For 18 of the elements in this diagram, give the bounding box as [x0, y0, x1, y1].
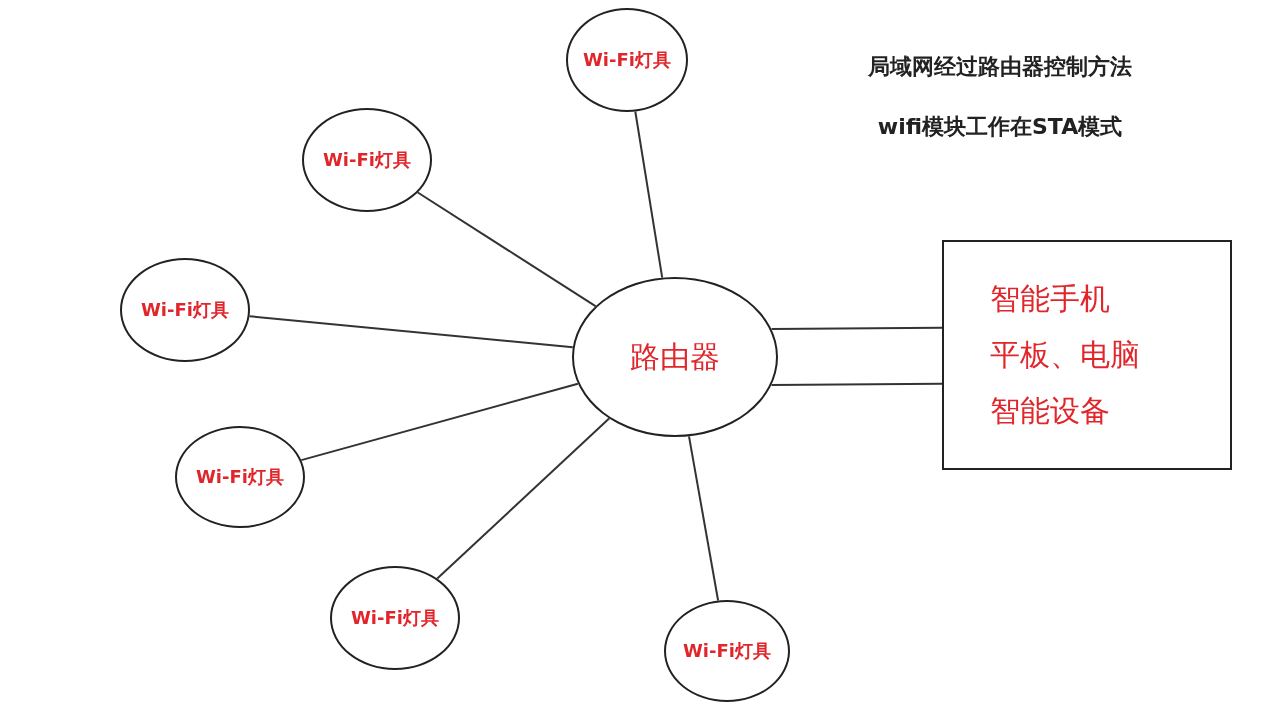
connector-line: [300, 382, 579, 462]
node-label: Wi-Fi灯具: [323, 148, 411, 172]
title: 局域网经过路由器控制方法: [868, 53, 1132, 81]
connector-line: [436, 417, 611, 580]
node-label: 路由器: [630, 338, 720, 376]
node-label: Wi-Fi灯具: [196, 465, 284, 489]
node-label: Wi-Fi灯具: [683, 639, 771, 663]
connector-line: [688, 435, 720, 602]
connector-line: [634, 110, 664, 279]
node-label: Wi-Fi灯具: [141, 298, 229, 322]
device-name: 智能设备: [990, 392, 1110, 430]
device-name: 智能手机: [990, 280, 1110, 318]
subtitle: wifi模块工作在STA模式: [877, 113, 1123, 141]
connector-line: [248, 315, 574, 349]
node-label: Wi-Fi灯具: [351, 606, 439, 630]
device-name: 平板、电脑: [990, 336, 1140, 374]
node-label: Wi-Fi灯具: [583, 48, 671, 72]
device-box: [942, 240, 1232, 470]
